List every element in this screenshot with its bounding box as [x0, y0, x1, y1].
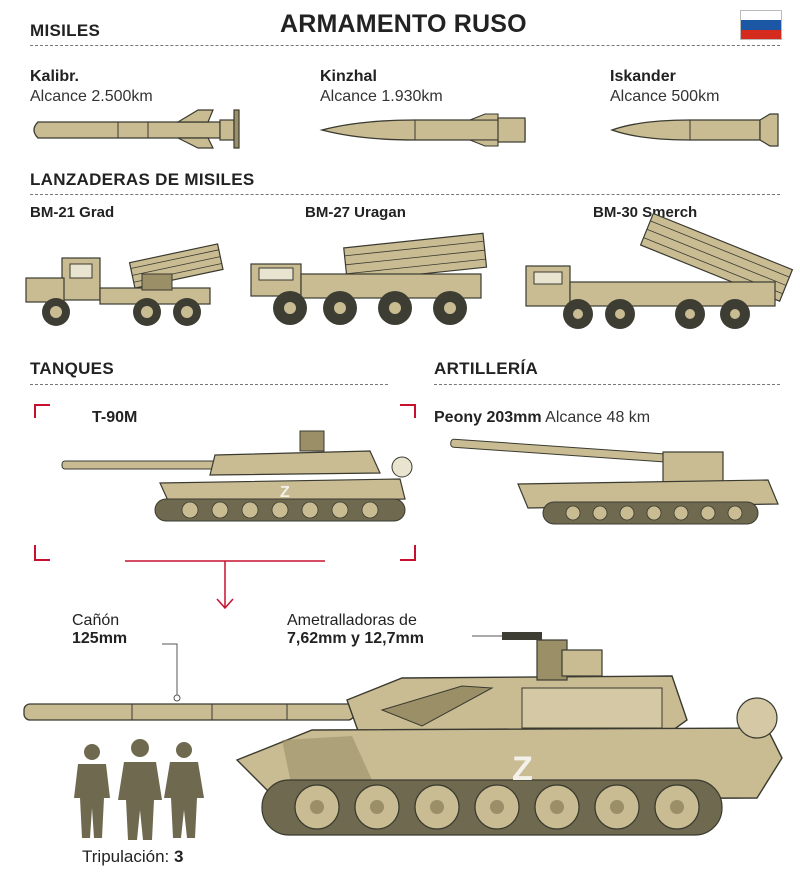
divider — [30, 194, 780, 195]
missile-name: Iskander — [610, 68, 676, 85]
t90m-detail-illustration: Z — [23, 632, 783, 836]
artillery-range: Alcance 48 km — [545, 409, 651, 426]
missile-range: Alcance 1.930km — [320, 88, 443, 105]
missile-kalibr: Kalibr. Alcance 2.500km — [30, 68, 153, 106]
artillery-name: Peony 203mm — [434, 409, 542, 426]
section-title-missiles: MISILES — [30, 21, 101, 40]
divider — [30, 384, 388, 385]
iskander-missile-icon — [610, 113, 779, 147]
section-title-tanks: TANQUES — [30, 359, 114, 378]
missile-name: Kalibr. — [30, 68, 79, 85]
selection-brackets — [34, 404, 416, 561]
tank-hull-mark: Z — [280, 484, 290, 501]
launcher-name: BM-27 Uragan — [305, 204, 406, 221]
section-title-launchers: LANZADERAS DE MISILES — [30, 170, 255, 189]
divider — [434, 384, 780, 385]
bm30-smerch-truck-icon — [525, 212, 794, 329]
bm21-grad-truck-icon — [25, 243, 224, 326]
cannon-label: Cañón — [72, 612, 120, 629]
russia-flag-icon — [740, 10, 782, 40]
crew-silhouettes-icon — [74, 739, 204, 840]
section-title-artillery: ARTILLERÍA — [434, 359, 539, 378]
cannon-value: 125mm — [72, 630, 128, 647]
mg-callout: Ametralladoras de 7,62mm y 12,7mm — [287, 612, 424, 648]
peony-artillery-icon — [450, 438, 779, 525]
bm27-uragan-truck-icon — [250, 232, 488, 325]
mg-label: Ametralladoras de — [287, 612, 417, 629]
launcher-name: BM-30 Smerch — [593, 204, 698, 221]
page-title: ARMAMENTO RUSO — [280, 10, 527, 38]
missile-name: Kinzhal — [320, 68, 377, 85]
missile-range: Alcance 500km — [610, 88, 720, 105]
crew-callout: Tripulación: 3 — [82, 847, 183, 867]
artillery-label: Peony 203mm Alcance 48 km — [434, 409, 650, 427]
missile-range: Alcance 2.500km — [30, 88, 153, 105]
tank-name: T-90M — [92, 409, 138, 426]
missile-kinzhal: Kinzhal Alcance 1.930km — [320, 68, 443, 106]
crew-value: 3 — [173, 847, 184, 866]
launcher-name: BM-21 Grad — [30, 204, 115, 221]
divider — [30, 45, 780, 46]
t90m-tank-icon: Z — [61, 430, 413, 522]
crew-label: Tripulación: — [82, 847, 170, 866]
cannon-callout: Cañón 125mm — [72, 612, 127, 648]
detail-arrow — [125, 560, 325, 610]
kinzhal-missile-icon — [319, 113, 526, 147]
missile-iskander: Iskander Alcance 500km — [610, 68, 719, 106]
hull-mark: Z — [512, 750, 533, 788]
mg-value: 7,62mm y 12,7mm — [287, 630, 424, 647]
kalibr-missile-icon — [33, 109, 240, 149]
